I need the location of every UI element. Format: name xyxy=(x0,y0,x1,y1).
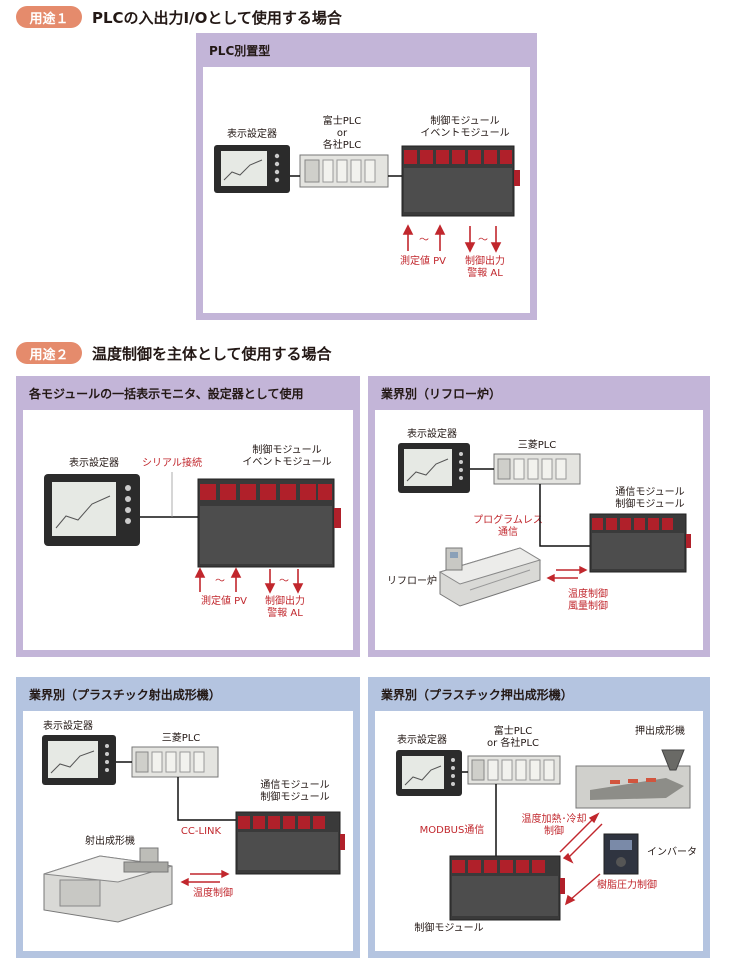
modbus-label: MODBUS通信 xyxy=(419,825,485,836)
control-module-rack-icon xyxy=(589,513,691,573)
control-module-rack-icon xyxy=(197,478,341,568)
usage-1-title: PLCの入出力I/Oとして使用する場合 xyxy=(92,9,342,27)
plc-icon xyxy=(131,746,219,778)
tilde-mark: ～ xyxy=(215,576,225,587)
panel-extrusion-molding: 業界別（プラスチック押出成形機） xyxy=(368,677,710,958)
resin-pressure-control-label: 樹脂圧力制御 xyxy=(597,880,657,891)
module-label: 通信モジュール 制御モジュール xyxy=(260,780,330,803)
injection-machine-icon xyxy=(43,847,173,923)
extruder-icon xyxy=(575,749,691,809)
display-unit-label: 表示設定器 xyxy=(407,429,457,440)
display-unit-label: 表示設定器 xyxy=(397,735,447,746)
inverter-icon xyxy=(603,833,639,875)
control-module-rack-icon xyxy=(401,145,520,217)
plc-icon xyxy=(299,154,389,188)
panel-title: 業界別（リフロー炉） xyxy=(375,383,703,410)
resin-pressure-arrow xyxy=(564,873,601,906)
output-alarm-label: 制御出力 警報 AL xyxy=(465,256,505,279)
output-alarm-label: 制御出力 警報 AL xyxy=(265,596,305,619)
pv-label: 測定値 PV xyxy=(200,596,248,607)
serial-connection-label: シリアル接続 xyxy=(142,458,202,469)
display-unit-icon xyxy=(396,750,462,796)
inverter-label: インバータ xyxy=(647,847,697,858)
module-label: 通信モジュール 制御モジュール xyxy=(615,487,685,510)
plc-label: 三菱PLC xyxy=(517,440,557,451)
tilde-mark: ～ xyxy=(279,576,289,587)
panel-title: PLC別置型 xyxy=(203,40,530,67)
bidirectional-arrow xyxy=(180,869,230,887)
plc-label: 三菱PLC xyxy=(161,733,201,744)
display-unit-icon xyxy=(42,735,116,785)
extruder-label: 押出成形機 xyxy=(635,726,685,737)
plc-icon xyxy=(467,755,561,785)
injection-machine-label: 射出成形機 xyxy=(85,836,135,847)
heat-control-arrow xyxy=(559,812,603,864)
cc-link-label: CC-LINK xyxy=(180,826,222,837)
pv-up-arrows xyxy=(402,224,446,251)
temp-airflow-control-label: 温度制御 風量制御 xyxy=(568,589,608,612)
programless-comm-label: プログラムレス 通信 xyxy=(473,515,543,538)
tilde-mark: ～ xyxy=(419,235,429,246)
panel-title: 業界別（プラスチック押出成形機） xyxy=(375,684,703,711)
output-down-arrows xyxy=(464,226,502,253)
usage-2-title: 温度制御を主体として使用する場合 xyxy=(92,345,332,363)
display-unit-icon xyxy=(214,145,290,193)
display-unit-icon xyxy=(44,474,140,546)
module-label: 制御モジュール イベントモジュール xyxy=(420,116,510,139)
usage-1-badge: 用途１ xyxy=(16,6,82,28)
usage-2-badge: 用途２ xyxy=(16,342,82,364)
display-unit-label: 表示設定器 xyxy=(69,458,119,469)
tilde-mark: ～ xyxy=(478,235,488,246)
module-label: 制御モジュール イベントモジュール xyxy=(242,445,332,468)
display-unit-icon xyxy=(398,443,470,493)
panel-title: 業界別（プラスチック射出成形機） xyxy=(23,684,353,711)
pv-label: 測定値 PV xyxy=(399,256,447,267)
plc-label: 富士PLC or 各社PLC xyxy=(322,116,362,151)
reflow-oven-icon xyxy=(438,547,542,607)
control-module-rack-icon xyxy=(235,811,345,875)
reflow-oven-label: リフロー炉 xyxy=(387,576,437,587)
plc-icon xyxy=(493,453,581,485)
plc-label: 富士PLC or 各社PLC xyxy=(487,726,539,749)
temp-control-label: 温度制御 xyxy=(193,888,233,899)
bidirectional-arrow xyxy=(546,565,588,583)
display-unit-label: 表示設定器 xyxy=(43,721,93,732)
panel-title: 各モジュールの一括表示モニタ、設定器として使用 xyxy=(23,383,353,410)
display-unit-label: 表示設定器 xyxy=(227,129,277,140)
module-label: 制御モジュール xyxy=(414,923,484,934)
control-module-rack-icon xyxy=(449,855,565,921)
heat-cool-control-label: 温度加熱･冷却 制御 xyxy=(521,814,587,837)
